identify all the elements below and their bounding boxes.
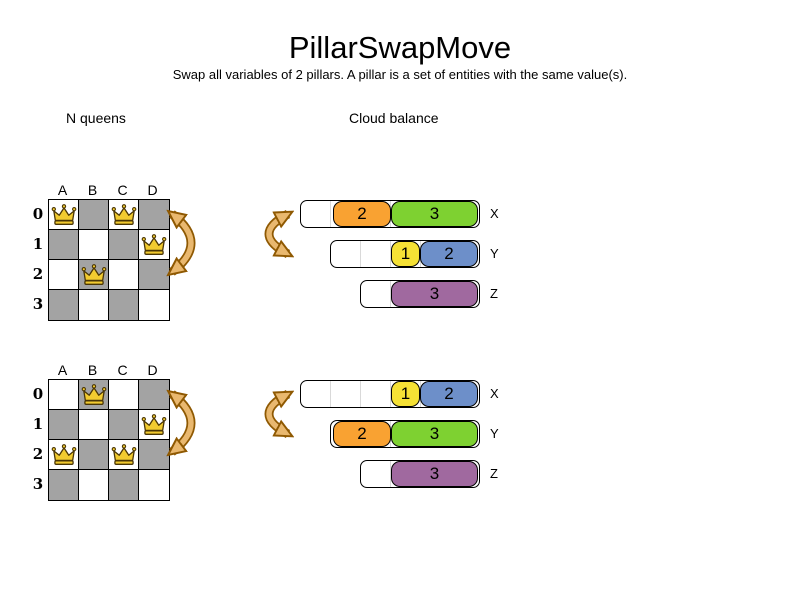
- page-subtitle: Swap all variables of 2 pillars. A pilla…: [172, 67, 628, 82]
- board-cell: [49, 380, 79, 410]
- board-cell: [139, 260, 169, 290]
- board-cell: [49, 260, 79, 290]
- board-cell: [79, 410, 109, 440]
- cloud-computer: 3: [360, 460, 480, 488]
- swap-arrow-icon: [264, 210, 298, 258]
- board-column-header: B: [87, 182, 99, 198]
- cloud-process: 2: [420, 241, 478, 267]
- queen-crown-icon: [139, 410, 169, 440]
- computer-label: Y: [490, 246, 499, 261]
- section-label-nqueens: N queens: [66, 110, 126, 126]
- board-column-header: B: [87, 362, 99, 378]
- queen-crown-icon: [49, 440, 79, 470]
- board-cell: [109, 380, 139, 410]
- board-row-header: 1: [32, 235, 44, 253]
- board-row-header: 3: [32, 475, 44, 493]
- board-cell: [139, 470, 169, 500]
- queen-crown-icon: [79, 260, 109, 290]
- cloud-computer: 3: [360, 280, 480, 308]
- board-grid: [48, 379, 170, 501]
- board-cell: [79, 230, 109, 260]
- board-cell: [79, 470, 109, 500]
- cloud-process: 1: [391, 241, 420, 267]
- computer-label: X: [490, 206, 499, 221]
- board-cell: [79, 200, 109, 230]
- page-title: PillarSwapMove: [288, 30, 512, 65]
- board-row-header: 2: [32, 445, 44, 463]
- board-row-header: 2: [32, 265, 44, 283]
- board-cell: [139, 440, 169, 470]
- queen-crown-icon: [109, 440, 139, 470]
- cloud-process: 2: [420, 381, 478, 407]
- board-row-header: 0: [32, 205, 44, 223]
- board-cell: [109, 470, 139, 500]
- queen-crown-icon: [79, 380, 109, 410]
- cloud-process: 2: [333, 201, 391, 227]
- board-column-header: C: [117, 362, 129, 378]
- queen-crown-icon: [49, 200, 79, 230]
- board-cell: [109, 290, 139, 320]
- board-cell: [109, 230, 139, 260]
- board-cell: [139, 200, 169, 230]
- board-row-header: 0: [32, 385, 44, 403]
- section-label-cloud-balance: Cloud balance: [349, 110, 439, 126]
- board-cell: [49, 290, 79, 320]
- computer-label: X: [490, 386, 499, 401]
- board-cell: [49, 410, 79, 440]
- computer-label: Z: [490, 286, 498, 301]
- chessboard-after: A B C D 0 1 2 3: [30, 362, 190, 504]
- cloud-process: 3: [391, 201, 478, 227]
- board-row-header: 3: [32, 295, 44, 313]
- board-row-header: 1: [32, 415, 44, 433]
- swap-arrow-icon: [164, 384, 196, 462]
- board-cell: [109, 410, 139, 440]
- cloud-process: 3: [391, 281, 478, 307]
- board-column-header: D: [147, 182, 159, 198]
- board-cell: [109, 260, 139, 290]
- queen-crown-icon: [139, 230, 169, 260]
- board-column-header: C: [117, 182, 129, 198]
- board-column-header: A: [57, 362, 69, 378]
- board-cell: [139, 380, 169, 410]
- board-column-header: D: [147, 362, 159, 378]
- swap-arrow-icon: [264, 390, 298, 438]
- chessboard-before: A B C D 0 1 2 3: [30, 182, 190, 324]
- computer-label: Z: [490, 466, 498, 481]
- board-cell: [79, 440, 109, 470]
- cloud-process: 3: [391, 461, 478, 487]
- cloud-process: 1: [391, 381, 420, 407]
- cloud-process: 2: [333, 421, 391, 447]
- board-cell: [79, 290, 109, 320]
- computer-label: Y: [490, 426, 499, 441]
- board-cell: [49, 230, 79, 260]
- board-grid: [48, 199, 170, 321]
- queen-crown-icon: [109, 200, 139, 230]
- swap-arrow-icon: [164, 204, 196, 282]
- cloud-process: 3: [391, 421, 478, 447]
- board-cell: [49, 470, 79, 500]
- board-cell: [139, 290, 169, 320]
- board-column-header: A: [57, 182, 69, 198]
